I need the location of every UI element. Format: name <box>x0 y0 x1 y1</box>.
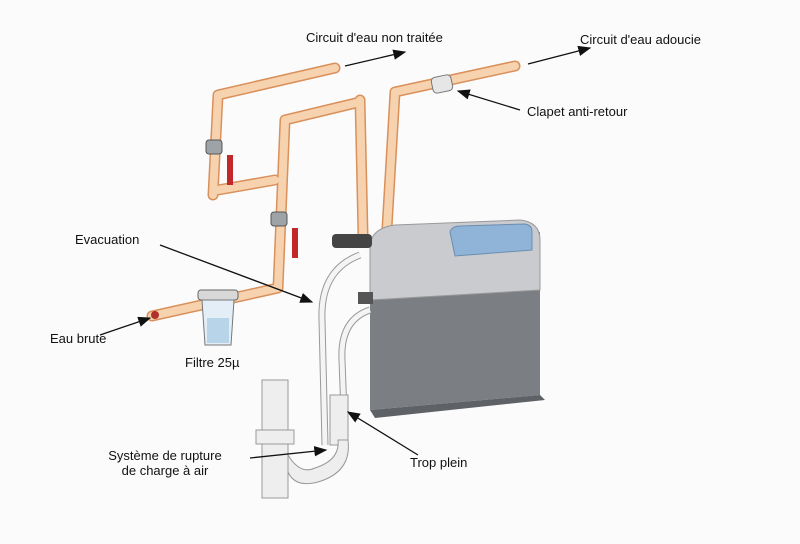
filter-housing <box>197 289 239 346</box>
label-air-gap-line1: Système de rupture <box>108 448 222 463</box>
air-gap-standpipe <box>255 379 349 499</box>
label-air-gap: Système de rupture de charge à air <box>90 448 240 478</box>
label-drain: Evacuation <box>75 232 140 247</box>
check-valve-fitting <box>430 74 454 94</box>
label-overflow: Trop plein <box>410 455 468 470</box>
softener-unit <box>332 219 545 418</box>
raw-water-inlet <box>151 311 159 319</box>
label-raw-water: Eau brute <box>50 331 107 346</box>
label-air-gap-line2: de charge à air <box>121 463 209 478</box>
pipes <box>146 60 521 322</box>
valve-2 <box>270 211 298 258</box>
label-filter: Filtre 25µ <box>185 355 240 370</box>
drain-hoses-inner <box>319 252 371 446</box>
label-check-valve: Clapet anti-retour <box>527 104 628 119</box>
valve-1 <box>205 139 233 185</box>
callout-arrows <box>99 45 592 459</box>
label-untreated-circuit: Circuit d'eau non traitée <box>306 30 443 45</box>
label-softened-circuit: Circuit d'eau adoucie <box>580 32 701 47</box>
